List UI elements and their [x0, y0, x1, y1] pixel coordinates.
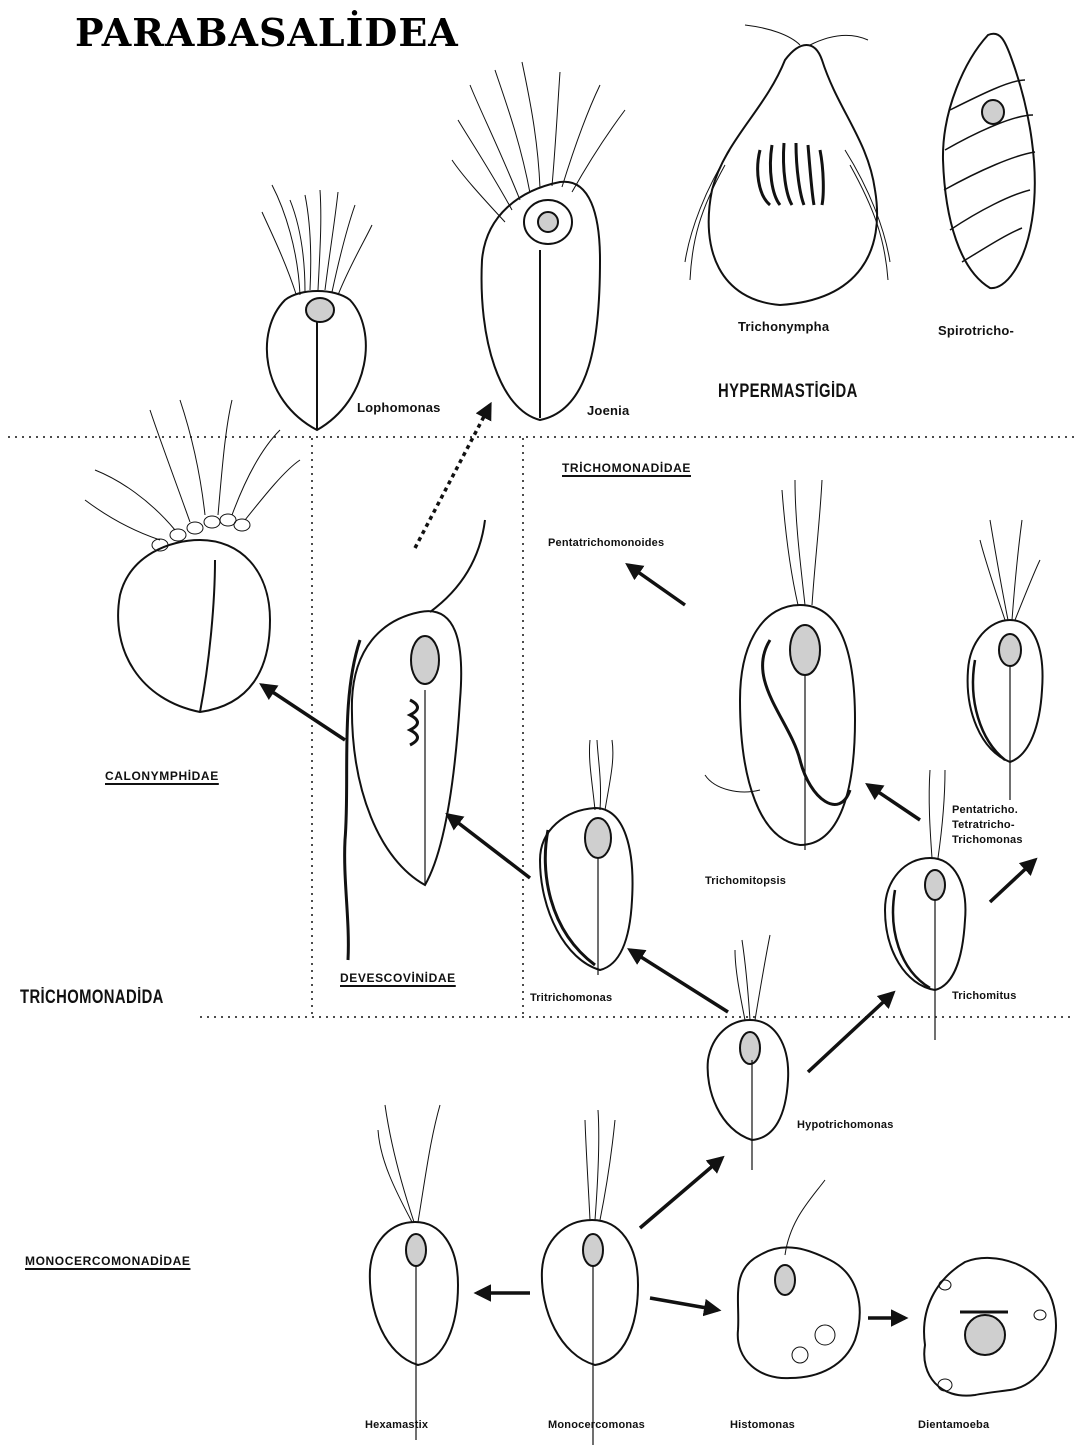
- label-tritrichomonas: Tritrichomonas: [530, 993, 612, 1004]
- label-tetratricho: Tetratricho-: [952, 820, 1015, 831]
- label-hexamastix: Hexamastix: [365, 1420, 428, 1431]
- label-trichomitus: Trichomitus: [952, 991, 1017, 1002]
- group-label-devescovinidae: DEVESCOVİNİDAE: [340, 972, 456, 984]
- tritrichomonas-drawing: [540, 740, 633, 975]
- label-monocercomonas: Monocercomonas: [548, 1420, 645, 1431]
- label-spirotricho: Spirotricho-: [938, 324, 1014, 337]
- arrow-to-trichomonas: [990, 860, 1035, 902]
- arrow-to-trichomitopsis: [868, 785, 920, 820]
- label-histomonas: Histomonas: [730, 1420, 795, 1431]
- arrow-to-hypotrichomonas: [640, 1158, 722, 1228]
- label-trichomitopsis: Trichomitopsis: [705, 876, 786, 887]
- arrow-to-histomonas: [650, 1298, 718, 1310]
- arrow-to-devescovina: [448, 815, 530, 878]
- lophomonas-drawing: [262, 185, 372, 430]
- label-dientamoeba: Dientamoeba: [918, 1420, 989, 1431]
- arrow-to-calonympha: [262, 685, 345, 740]
- diagram-title: PARABASALİDEA: [75, 14, 459, 52]
- spirotricho-drawing: [943, 34, 1035, 288]
- label-hypotrichomonas: Hypotrichomonas: [797, 1120, 894, 1131]
- group-label-hypermastigida: HYPERMASTİGİDA: [718, 382, 858, 401]
- label-trichonympha: Trichonympha: [738, 320, 829, 333]
- group-label-calonymphidae: CALONYMPHİDAE: [105, 770, 219, 782]
- hexamastix-drawing: [370, 1105, 458, 1440]
- hypotrichomonas-drawing: [708, 935, 789, 1170]
- trichomonas-drawing: [968, 520, 1043, 800]
- label-pentatricho: Pentatricho.: [952, 805, 1018, 816]
- group-label-trichomonadida: TRİCHOMONADİDA: [20, 988, 164, 1007]
- label-pentatrichomonoides: Pentatrichomonoides: [548, 538, 664, 549]
- group-label-trichomonadidae: TRİCHOMONADİDAE: [562, 462, 691, 474]
- arrow-to-pentatrichomonoides: [628, 565, 685, 605]
- dientamoeba-drawing: [924, 1258, 1056, 1396]
- trichomitopsis-drawing: [705, 480, 855, 850]
- joenia-drawing: [452, 62, 625, 420]
- monocercomonas-drawing: [542, 1110, 638, 1445]
- histomonas-drawing: [738, 1180, 860, 1378]
- label-lophomonas: Lophomonas: [357, 401, 441, 414]
- calonympha-drawing: [85, 400, 300, 712]
- arrow-to-trichomitus: [808, 993, 893, 1072]
- arrow-to-joenia: [415, 405, 490, 548]
- group-label-monocercomonadidae: MONOCERCOMONADİDAE: [25, 1255, 190, 1267]
- arrow-to-tritrichomonas: [630, 950, 728, 1012]
- divider-lines: [8, 437, 1075, 1017]
- label-trichomonas: Trichomonas: [952, 835, 1023, 846]
- label-joenia: Joenia: [587, 404, 629, 417]
- devescovina-drawing: [345, 520, 485, 960]
- trichonympha-drawing: [685, 25, 890, 305]
